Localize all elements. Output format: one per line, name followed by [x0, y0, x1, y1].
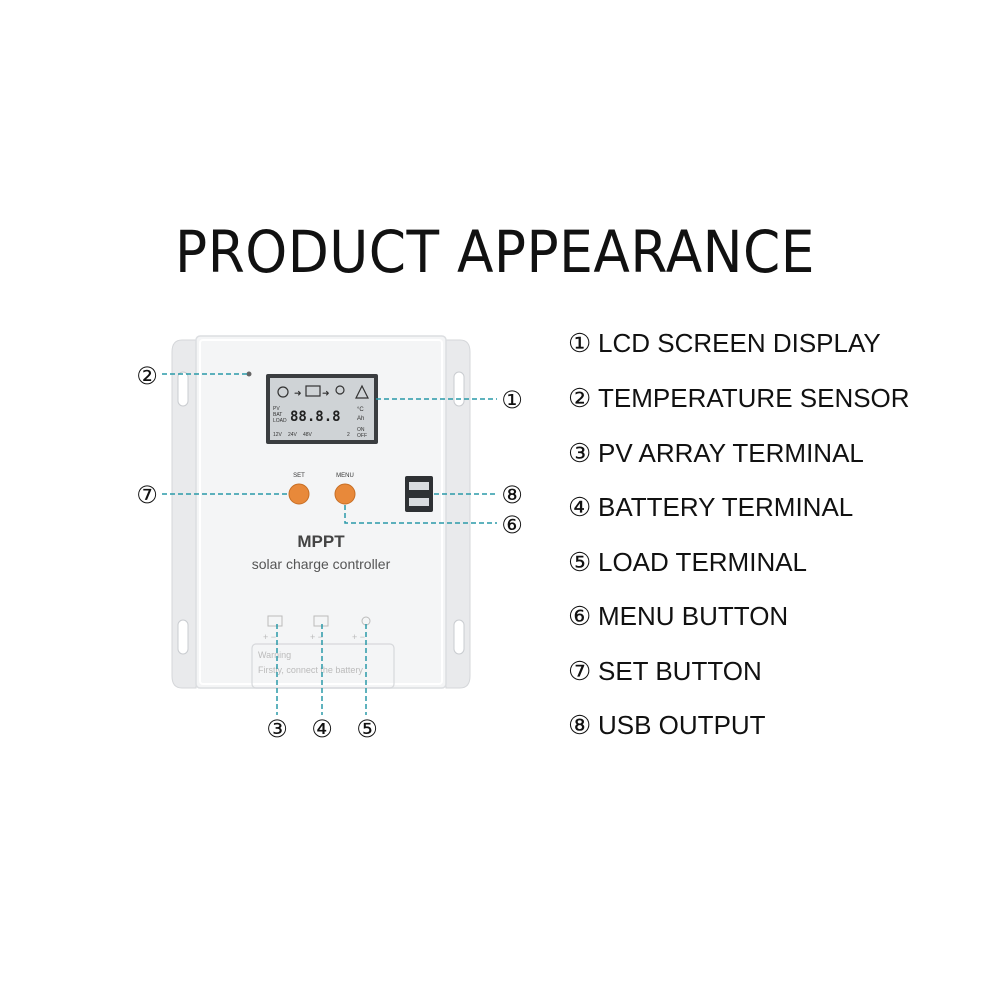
lcd-digits: 88.8.8 — [290, 409, 341, 425]
warning-text: Firstly, connect the battery — [258, 665, 363, 675]
callout-2: ② — [136, 362, 158, 390]
battery-terminal-icon — [313, 615, 329, 627]
callout-5: ⑤ — [356, 715, 378, 743]
svg-text:+ −: + − — [352, 632, 365, 642]
set-button[interactable] — [288, 483, 310, 505]
brand-label: MPPT — [297, 532, 345, 551]
terminal-area: + − + − + − Warning Firstly, connect the… — [251, 615, 395, 689]
callout-6: ⑥ — [501, 511, 523, 539]
svg-text:+ −: + − — [263, 632, 276, 642]
lcd-off: OFF — [357, 433, 367, 439]
mounting-flange-right — [445, 339, 471, 689]
callout-8: ⑧ — [501, 481, 523, 509]
warning-title: Warning — [258, 650, 291, 660]
page-title: PRODUCT APPEARANCE — [175, 218, 815, 286]
lcd-on: ON — [357, 427, 365, 433]
lcd-screen: ➜ ➜ PV BAT LOAD 88.8.8 °C Ah 12V 24V 48V… — [266, 374, 378, 444]
menu-button[interactable] — [334, 483, 356, 505]
menu-label: MENU — [336, 473, 354, 479]
svg-text:+ −: + − — [310, 632, 323, 642]
solar-panel-icon — [267, 615, 283, 627]
lcd-label-pv: PV — [273, 406, 280, 412]
callout-1: ① — [501, 386, 523, 414]
lcd-unit-c: °C — [357, 407, 364, 413]
lcd-unit-ah: Ah — [357, 416, 364, 422]
lcd-label-load: LOAD — [273, 418, 287, 424]
lcd-24v: 24V — [288, 432, 298, 438]
lcd-2: 2 — [347, 432, 350, 438]
temperature-sensor — [246, 371, 252, 377]
lcd-label-bat: BAT — [273, 412, 282, 418]
warning-icon — [355, 384, 369, 399]
mounting-flange-left — [171, 339, 197, 689]
set-label: SET — [293, 473, 305, 479]
sun-icon — [277, 386, 289, 398]
svg-text:➜: ➜ — [322, 388, 330, 398]
battery-icon — [305, 385, 321, 397]
bulb-icon — [335, 385, 345, 395]
leader-lines — [162, 373, 497, 715]
subtitle-label: solar charge controller — [252, 556, 391, 572]
callout-3: ③ — [266, 715, 288, 743]
arrow-icon: ➜ — [294, 388, 302, 398]
callout-4: ④ — [311, 715, 333, 743]
lcd-12v: 12V — [273, 432, 283, 438]
usb-output[interactable] — [405, 476, 433, 512]
lcd-48v: 48V — [303, 432, 313, 438]
callout-7: ⑦ — [136, 481, 158, 509]
